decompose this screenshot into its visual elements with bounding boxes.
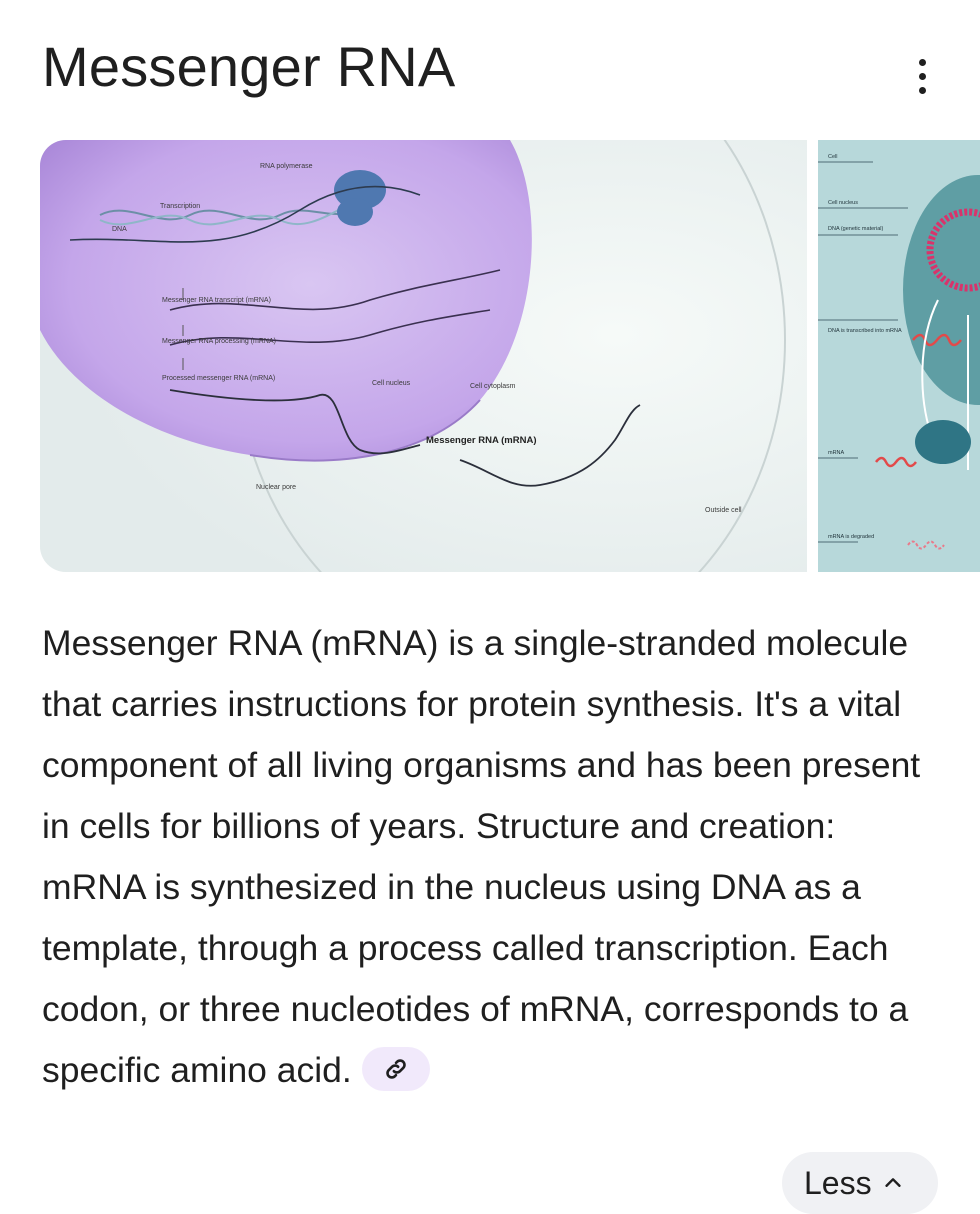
mrna-diagram-image[interactable]: RNA polymerase Transcription DNA Messeng… [40,140,807,572]
label-processed: Processed messenger RNA (mRNA) [162,375,275,382]
page-title: Messenger RNA [42,35,456,98]
source-link-chip[interactable] [361,1046,430,1091]
label-processing: Messenger RNA processing (mRNA) [162,338,276,345]
chevron-up-icon [884,1178,901,1187]
label-cell-cytoplasm: Cell cytoplasm [470,383,516,390]
mrna-cell-diagram-image[interactable]: Cell Cell nucleus DNA (genetic material)… [818,140,980,572]
link-icon [386,1058,406,1079]
label-cell-nucleus: Cell nucleus [372,380,411,387]
label-transcript: Messenger RNA transcript (mRNA) [162,297,271,304]
more-vertical-icon [918,58,926,66]
label-cell: Cell [828,154,837,160]
less-button[interactable]: Less [782,1152,938,1214]
label-dna-genetic: DNA (genetic material) [828,226,883,232]
label-outside-cell: Outside cell [705,507,742,514]
label-mrna-degraded: mRNA is degraded [828,534,874,540]
more-options-button[interactable] [900,52,944,100]
description-paragraph: Messenger RNA (mRNA) is a single-strande… [42,613,942,1101]
label-mrna-2: mRNA [828,450,845,456]
label-nuclear-pore: Nuclear pore [256,484,296,491]
cell-diagram: Cell Cell nucleus DNA (genetic material)… [818,140,980,572]
label-rna-polymerase: RNA polymerase [260,163,313,170]
less-label: Less [804,1164,872,1201]
label-transcription: Transcription [160,203,200,210]
label-dna: DNA [112,226,127,233]
label-dna-transcribed: DNA is transcribed into mRNA [828,328,902,334]
description-text: Messenger RNA (mRNA) is a single-strande… [42,623,921,1090]
image-carousel[interactable]: RNA polymerase Transcription DNA Messeng… [0,140,980,572]
label-mrna: Messenger RNA (mRNA) [426,435,537,446]
label-cell-nucleus-2: Cell nucleus [828,200,858,206]
mrna-diagram: RNA polymerase Transcription DNA Messeng… [40,140,807,572]
